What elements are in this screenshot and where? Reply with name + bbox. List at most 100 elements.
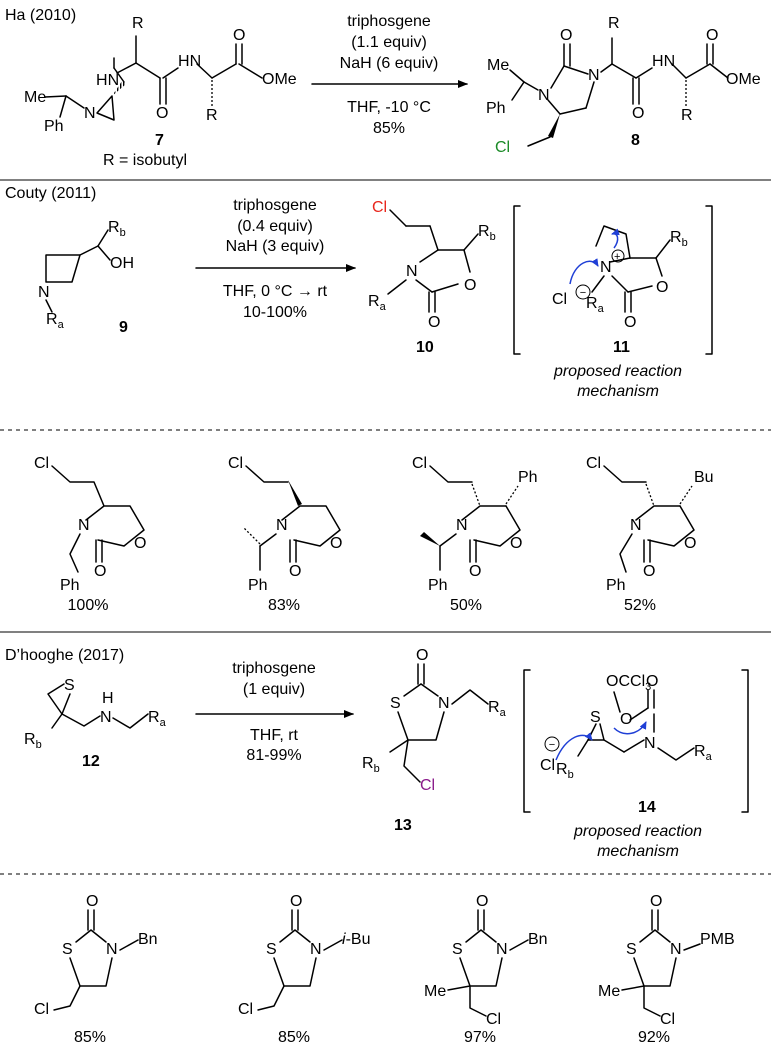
compound-label-13: 13 [394, 817, 412, 834]
svg-text:N: N [456, 517, 468, 534]
reaction-arrow-ha: triphosgene (1.1 equiv) NaH (6 equiv) TH… [311, 13, 468, 137]
reaction-arrow-dhooghe: triphosgene (1 equiv) THF, rt 81-99% [195, 660, 354, 764]
svg-text:Rb: Rb [362, 755, 380, 775]
atom-ph: Ph [44, 118, 64, 135]
scope-compound-2: Cl O N O Ph 83% [228, 455, 342, 614]
section-ha: Ha (2010) N Me Ph HN R O HN R [5, 7, 761, 169]
intermediate-11: N + Rb O O Ra Cl − 11 proposed reaction … [513, 205, 713, 400]
svg-text:proposed reaction: proposed reaction [553, 363, 682, 380]
compound-label-12: 12 [82, 753, 100, 770]
section-title-dhooghe: D’hooghe (2017) [5, 647, 124, 664]
compound-label-9: 9 [119, 319, 128, 336]
atom-r: R [206, 107, 218, 124]
svg-text:O: O [464, 277, 476, 294]
atom-n: N [84, 105, 96, 122]
svg-text:O: O [646, 673, 658, 690]
svg-text:N: N [644, 735, 656, 752]
svg-text:mechanism: mechanism [577, 383, 659, 400]
svg-text:Ra: Ra [488, 699, 507, 719]
svg-text:triphosgene: triphosgene [232, 660, 316, 677]
svg-text:N: N [100, 709, 112, 726]
svg-text:Ra: Ra [586, 295, 605, 315]
couty-scope: Cl O N O Ph 100% Cl O N O [34, 455, 714, 614]
svg-text:O: O [632, 105, 644, 122]
svg-text:Cl: Cl [228, 455, 243, 472]
svg-text:Ra: Ra [148, 709, 167, 729]
svg-text:Rb: Rb [24, 731, 42, 751]
svg-text:O: O [624, 314, 636, 331]
svg-text:S: S [626, 941, 637, 958]
svg-text:Bu: Bu [694, 469, 714, 486]
svg-text:PMB: PMB [700, 931, 735, 948]
svg-text:N: N [38, 284, 50, 301]
chlorine-purple: Cl [420, 777, 435, 794]
svg-text:O: O [330, 535, 342, 552]
svg-text:OCCl3: OCCl3 [606, 673, 651, 693]
reaction-arrow-couty: triphosgene (0.4 equiv) NaH (3 equiv) TH… [195, 197, 356, 321]
yield: 83% [268, 597, 300, 614]
yield: 92% [638, 1029, 670, 1046]
svg-text:N: N [588, 67, 600, 84]
compound-label-8: 8 [631, 132, 640, 149]
intermediate-14: OCCl3 O O S Rb N Ra Cl − 14 proposed rea… [523, 669, 749, 860]
compound-label-7: 7 [155, 132, 164, 149]
svg-text:N: N [78, 517, 90, 534]
svg-text:Me: Me [487, 57, 509, 74]
svg-text:S: S [266, 941, 277, 958]
svg-text:−: − [549, 739, 555, 751]
svg-text:Me: Me [424, 983, 446, 1000]
compound-10: Cl Rb O N O Ra 10 [368, 199, 496, 356]
atom-ome: OMe [262, 71, 297, 88]
svg-text:Rb: Rb [670, 229, 688, 249]
svg-text:Ra: Ra [46, 311, 65, 331]
svg-text:Cl: Cl [486, 1011, 501, 1028]
svg-text:N: N [438, 695, 450, 712]
svg-text:N: N [406, 263, 418, 280]
chlorine-green: Cl [495, 139, 510, 156]
svg-text:OMe: OMe [726, 71, 761, 88]
svg-text:Cl: Cl [540, 757, 555, 774]
svg-text:THF, rt: THF, rt [250, 727, 299, 744]
svg-text:Ra: Ra [694, 743, 713, 763]
svg-text:O: O [428, 314, 440, 331]
svg-text:Cl: Cl [412, 455, 427, 472]
svg-text:THF, -10 °C: THF, -10 °C [347, 99, 431, 116]
yield: 85% [74, 1029, 106, 1046]
svg-text:(1.1 equiv): (1.1 equiv) [351, 34, 427, 51]
section-title-couty: Couty (2011) [5, 185, 96, 202]
svg-text:O: O [476, 893, 488, 910]
svg-text:(0.4 equiv): (0.4 equiv) [237, 218, 313, 235]
svg-text:Rb: Rb [478, 223, 496, 243]
yield: 85% [278, 1029, 310, 1046]
svg-text:O: O [643, 563, 655, 580]
svg-text:Cl: Cl [660, 1011, 675, 1028]
svg-text:O: O [134, 535, 146, 552]
scope-compound-5: O S N Bn Cl 85% [34, 893, 158, 1046]
compound-label-10: 10 [416, 339, 434, 356]
svg-text:85%: 85% [373, 120, 405, 137]
svg-text:O: O [560, 27, 572, 44]
svg-text:Cl: Cl [586, 455, 601, 472]
svg-text:O: O [289, 563, 301, 580]
svg-text:Bn: Bn [528, 931, 548, 948]
compound-7: N Me Ph HN R O HN R O [24, 15, 297, 169]
svg-text:S: S [590, 709, 601, 726]
svg-text:−: − [580, 287, 586, 299]
svg-text:S: S [64, 677, 75, 694]
svg-text:O: O [650, 893, 662, 910]
atom-o: O [233, 27, 245, 44]
svg-text:S: S [390, 695, 401, 712]
svg-text:Ph: Ph [486, 100, 506, 117]
compound-9: Rb OH N Ra 9 [38, 219, 134, 336]
svg-text:HN: HN [652, 53, 675, 70]
r-definition: R = isobutyl [103, 152, 187, 169]
svg-text:Ph: Ph [606, 577, 626, 594]
svg-text:R: R [608, 15, 620, 32]
yield: 97% [464, 1029, 496, 1046]
chlorine-red: Cl [372, 199, 387, 216]
svg-text:N: N [276, 517, 288, 534]
atom-o: O [156, 105, 168, 122]
svg-text:Ph: Ph [428, 577, 448, 594]
section-dhooghe: D’hooghe (2017) S Rb N H Ra 12 triphosge… [0, 647, 771, 1046]
